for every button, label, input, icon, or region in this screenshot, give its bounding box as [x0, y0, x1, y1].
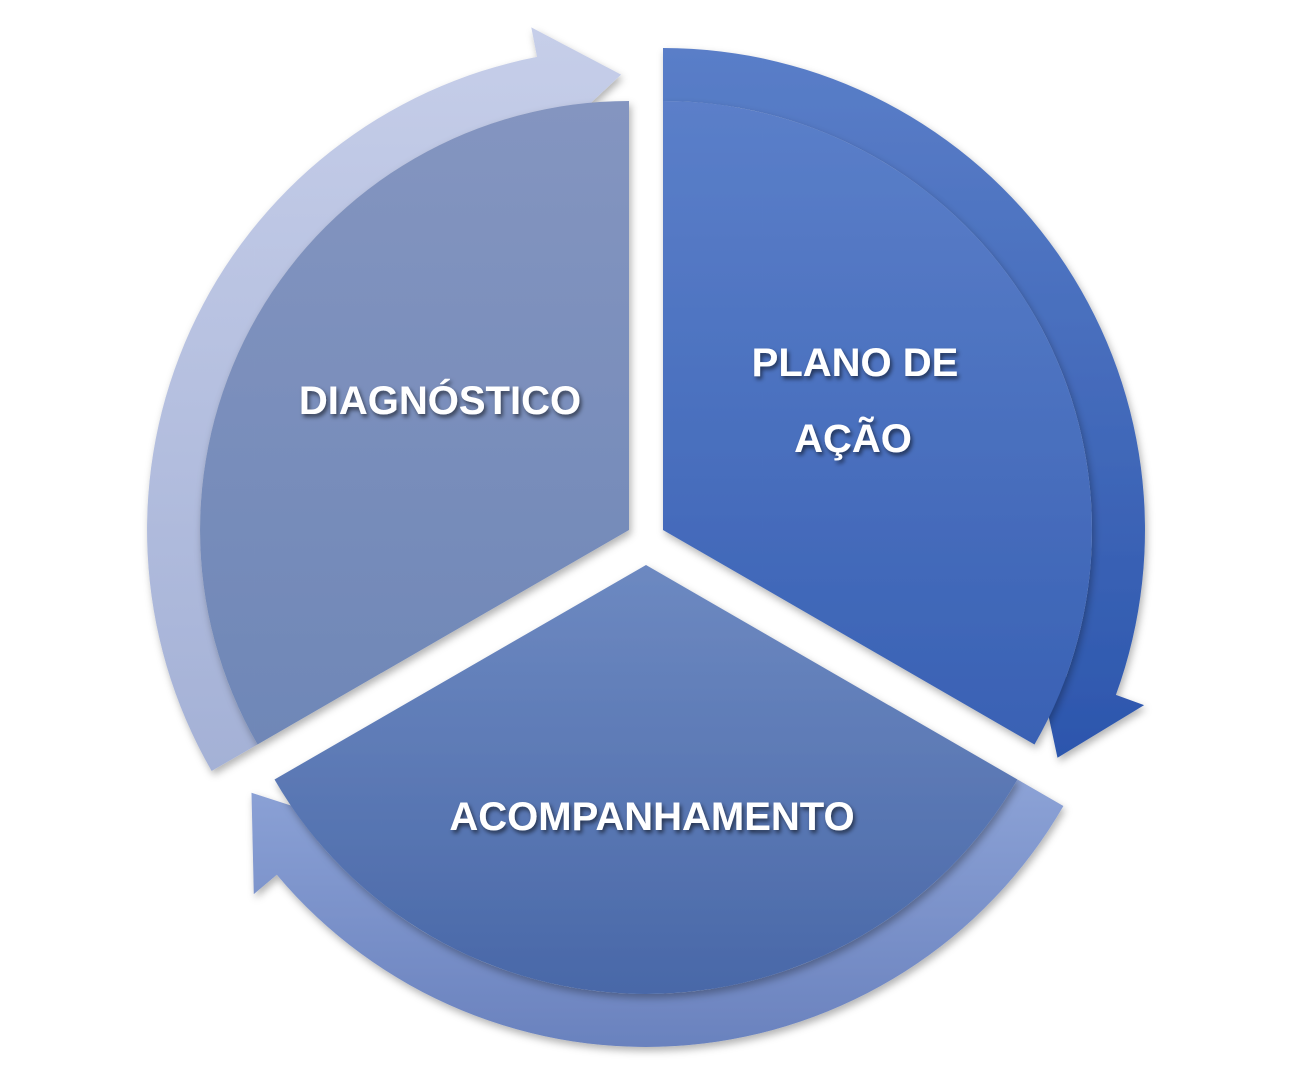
sector-acompanhamento	[274, 565, 1018, 994]
cycle-arrow-plano	[663, 48, 1145, 758]
label-diagnostico: DIAGNÓSTICO	[299, 377, 581, 423]
sector-diagnostico	[200, 101, 629, 745]
sector-plano	[663, 101, 1092, 745]
label-acompanhamento: ACOMPANHAMENTO	[449, 795, 854, 839]
label-plano-line2: AÇÃO	[794, 415, 912, 461]
cycle-arrow-diagnostico	[147, 27, 622, 771]
cycle-arrow-acompanhamento	[251, 779, 1064, 1047]
label-plano-line1: PLANO DE	[752, 341, 959, 385]
